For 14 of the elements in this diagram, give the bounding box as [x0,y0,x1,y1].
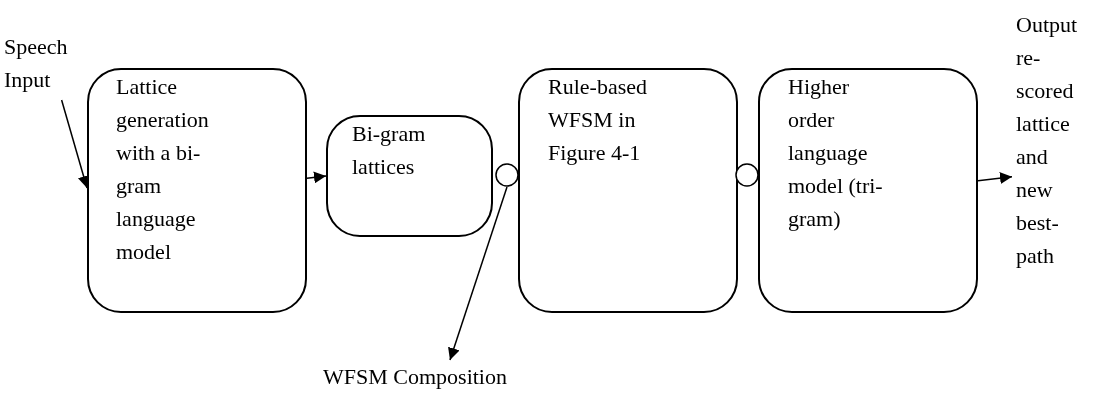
box-label: Rule-based WFSM in Figure 4-1 [548,73,648,167]
box-label: Higher order language model (tri-gram) [788,73,884,233]
process-box [326,115,493,237]
output-label: Output re-scored lattice and new best-path [1016,11,1079,270]
composition-label: WFSM Composition [323,363,508,391]
box-label: Lattice generation with a bi-gram language model [116,73,210,266]
process-box [518,68,738,313]
box-label: Bi-gram lattices [352,120,427,181]
process-box [87,68,307,313]
process-box [758,68,978,313]
input-label: Speech Input [4,33,69,94]
arrow [448,186,508,361]
arrow [306,171,327,184]
arrow [977,172,1013,184]
